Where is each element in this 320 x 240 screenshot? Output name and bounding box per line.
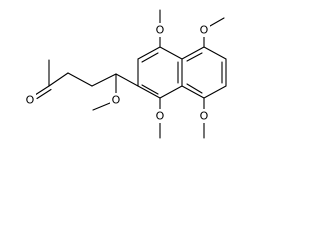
ring-left-double-1 bbox=[141, 52, 159, 63]
ketone-oxygen-label: O bbox=[26, 94, 35, 107]
ring-right-bond-2 bbox=[203, 46, 227, 60]
ring-left-bond-6 bbox=[137, 85, 161, 99]
bond-ch2-chome bbox=[91, 73, 117, 87]
ring-left-double-3 bbox=[141, 84, 159, 95]
ring-left-bond-5 bbox=[159, 85, 183, 99]
bond-methoxy-top-right-methyl bbox=[209, 17, 225, 27]
bond-carbonyl-oxygen bbox=[34, 85, 50, 96]
ring-right-bond-4 bbox=[203, 85, 227, 99]
ring-methoxy-oxygen-bottom-right-label: O bbox=[200, 110, 209, 123]
ring-right-double-1 bbox=[186, 52, 203, 62]
ring-methoxy-oxygen-bottom-left-label: O bbox=[156, 110, 165, 123]
skeletal-structure-diagram: O O O O O O bbox=[24, 9, 227, 139]
bond-chome-ring bbox=[115, 73, 139, 87]
ring-right-double-3 bbox=[186, 83, 203, 94]
ring-methoxy-oxygen-top-right-label: O bbox=[200, 24, 209, 37]
bonds bbox=[34, 9, 227, 139]
ring-right-bond-5 bbox=[181, 85, 205, 99]
ring-right-bond-1 bbox=[181, 46, 205, 60]
bond-oxygen-methyl-side bbox=[92, 102, 111, 111]
bond-carbonyl-ch2 bbox=[48, 72, 69, 87]
bond-carbonyl-oxygen-double bbox=[36, 88, 52, 100]
ring-left-bond-3 bbox=[159, 46, 183, 60]
ring-left-bond-2 bbox=[137, 46, 161, 60]
bond-ch2-ch2 bbox=[67, 72, 93, 87]
atom-labels: O O O O O O bbox=[24, 23, 210, 123]
side-chain-methoxy-oxygen-label: O bbox=[112, 94, 121, 107]
ring-methoxy-oxygen-top-left-label: O bbox=[156, 24, 165, 37]
